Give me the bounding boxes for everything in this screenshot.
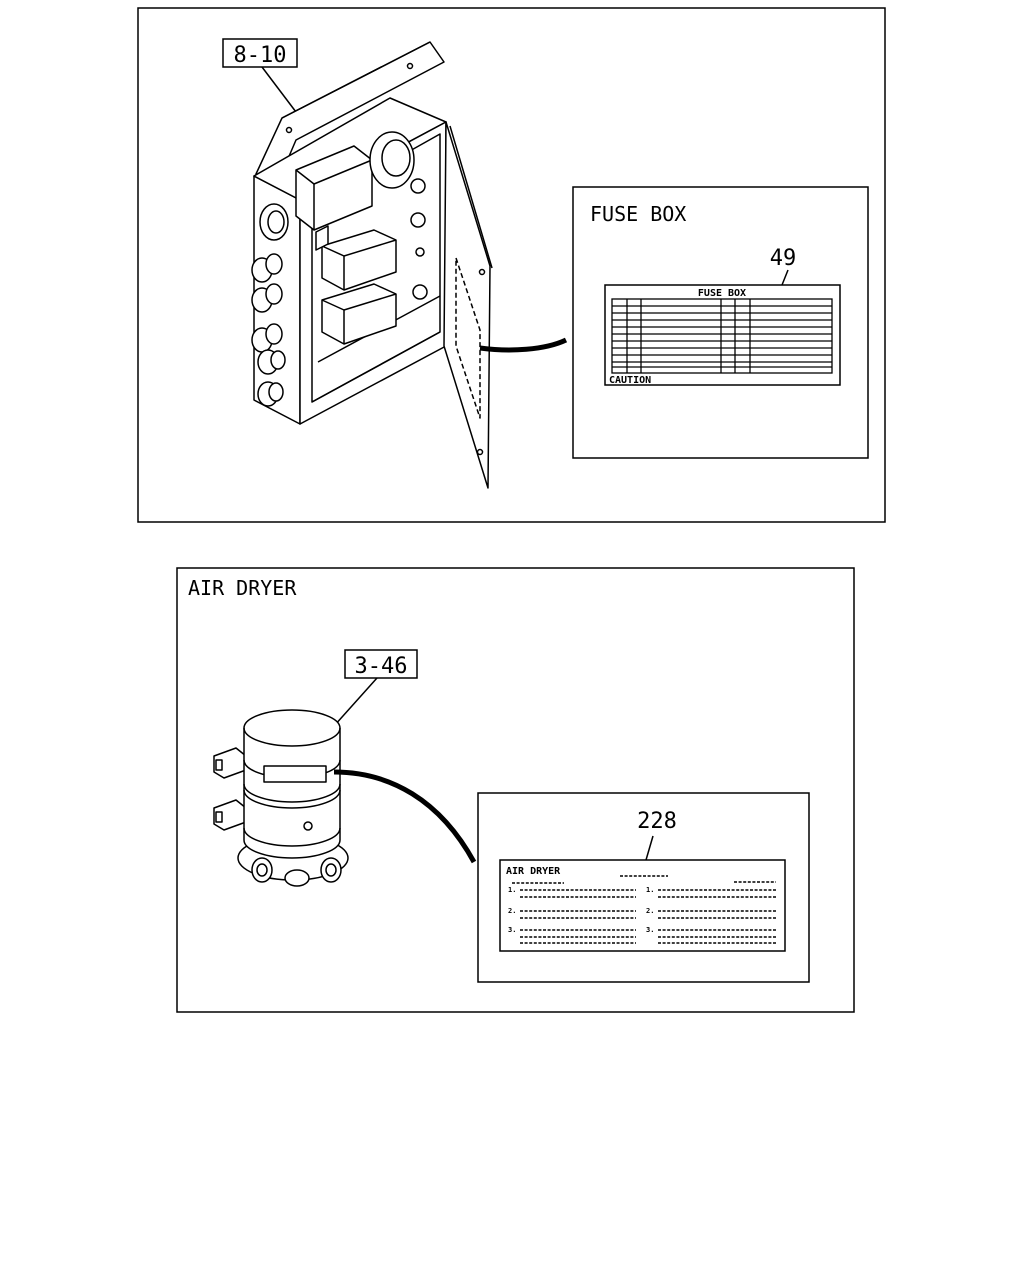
label-item-number: 3.: [646, 926, 654, 934]
fuse-box-item-number: 49: [770, 246, 797, 271]
fuse-box-label: FUSE BOX: [604, 284, 841, 386]
air-dryer-label-frame: [499, 859, 786, 952]
fuse-box-callout-line: [479, 337, 568, 353]
fuse-box-panel-frame: [137, 7, 886, 523]
fuse-box-detail-title: FUSE BOX: [590, 202, 686, 226]
air-dryer-panel: AIR DRYER 3-46: [176, 567, 855, 1013]
air-dryer-ref-number: 3-46: [355, 654, 408, 679]
fuse-box-illustration: [251, 41, 493, 489]
air-dryer-item-number: 228: [637, 809, 677, 834]
air-dryer-panel-title: AIR DRYER: [188, 576, 297, 600]
fuse-box-detail-frame: [572, 186, 869, 459]
fuse-box-ref-number: 8-10: [234, 43, 287, 68]
label-item-number: 1.: [508, 886, 516, 894]
air-dryer-illustration: [213, 709, 349, 887]
fuse-box-ref-tag: 8-10: [222, 38, 298, 113]
fuse-box-label-frame: [604, 284, 841, 386]
air-dryer-label-heading: AIR DRYER: [506, 866, 561, 877]
air-dryer-ref-tag-frame: [344, 649, 418, 679]
fuse-box-item-leader: [781, 269, 789, 286]
label-item-number: 3.: [508, 926, 516, 934]
air-dryer-ref-leader: [333, 677, 378, 727]
air-dryer-detail: 228 AIR DRYER: [477, 792, 810, 983]
air-dryer-detail-frame: [477, 792, 810, 983]
air-dryer-label-dashes: [512, 875, 776, 944]
fuse-box-ref-tag-frame: [222, 38, 298, 68]
air-dryer-label: AIR DRYER: [499, 859, 786, 952]
air-dryer-panel-frame: [176, 567, 855, 1013]
fuse-box-ref-leader: [261, 66, 297, 113]
label-item-number: 1.: [646, 886, 654, 894]
fuse-box-label-table: [611, 298, 833, 374]
fuse-box-label-heading: FUSE BOX: [698, 288, 746, 299]
air-dryer-item-leader: [645, 835, 654, 861]
label-item-number: 2.: [508, 907, 516, 915]
air-dryer-ref-tag: 3-46: [333, 649, 418, 727]
fuse-box-label-footer: CAUTION: [609, 375, 651, 386]
fuse-box-detail: FUSE BOX 49 FUSE BOX: [572, 186, 869, 459]
air-dryer-callout-line: [333, 769, 477, 864]
label-item-number: 2.: [646, 907, 654, 915]
fuse-box-panel: 8-10: [137, 7, 886, 523]
air-dryer-label-numbers: 1. 2. 3. 1. 2. 3.: [508, 886, 654, 934]
